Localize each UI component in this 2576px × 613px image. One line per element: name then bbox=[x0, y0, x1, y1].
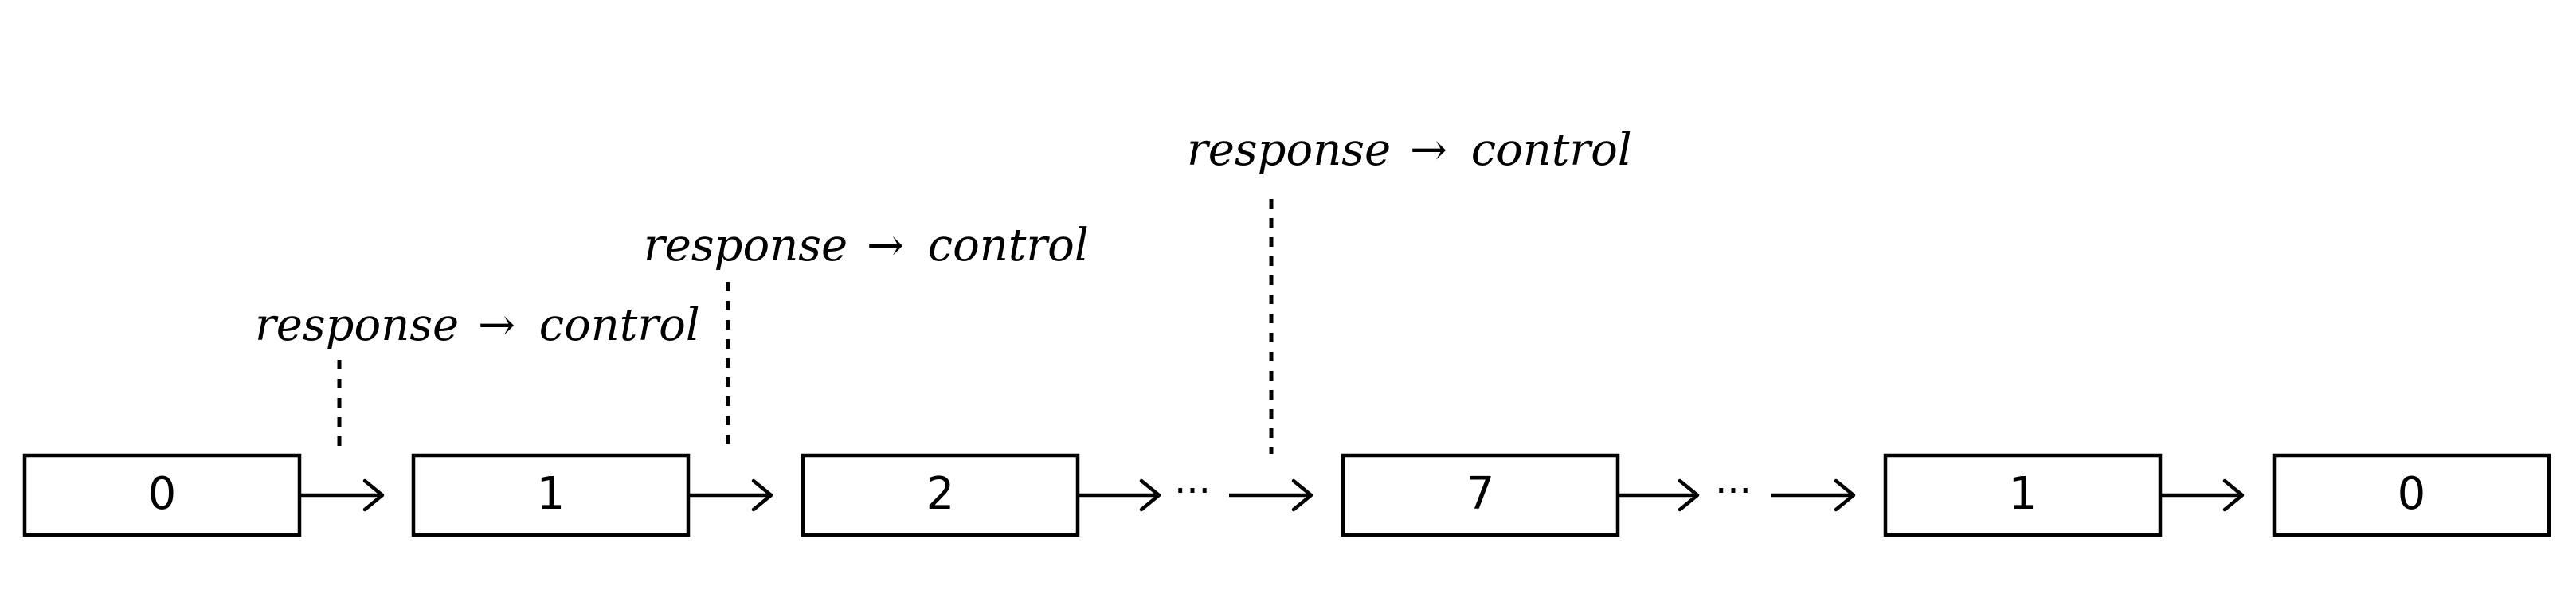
annotation-response: response bbox=[644, 220, 848, 271]
annotation-arrow: → bbox=[867, 220, 904, 271]
box-5: 0 bbox=[2272, 453, 2551, 537]
box-1: 1 bbox=[411, 453, 691, 537]
arrow-7-ellipsis bbox=[1618, 478, 1700, 512]
annotation-control: control bbox=[539, 299, 700, 351]
box-label: 1 bbox=[537, 468, 566, 520]
box-label: 7 bbox=[1466, 468, 1495, 520]
box-label: 1 bbox=[2009, 468, 2038, 520]
annotation-label: response → control bbox=[1187, 124, 1632, 176]
box-4: 1 bbox=[1883, 453, 2163, 537]
annotation-response: response bbox=[1187, 124, 1391, 176]
arrow-0-1 bbox=[299, 478, 385, 512]
arrow-1-0 bbox=[2160, 478, 2245, 512]
box-3: 7 bbox=[1341, 453, 1620, 537]
arrow-2-ellipsis bbox=[1078, 478, 1161, 512]
annotation-control: control bbox=[1471, 124, 1632, 176]
annotation-response: response bbox=[255, 299, 459, 351]
annotation-arrow: → bbox=[478, 299, 515, 351]
annotation-label: response → control bbox=[255, 299, 700, 351]
annotation-label: response → control bbox=[644, 220, 1089, 271]
annotation-arrow: → bbox=[1410, 124, 1447, 176]
ellipsis: ··· bbox=[1174, 469, 1211, 513]
box-label: 0 bbox=[148, 468, 177, 520]
arrow-ellipsis-1 bbox=[1771, 478, 1856, 512]
ellipsis: ··· bbox=[1715, 469, 1752, 513]
arrow-1-2 bbox=[688, 478, 773, 512]
annotation-control: control bbox=[928, 220, 1089, 271]
box-label: 2 bbox=[926, 468, 955, 520]
arrow-ellipsis-7 bbox=[1229, 478, 1313, 512]
box-0: 0 bbox=[22, 453, 302, 537]
box-label: 0 bbox=[2398, 468, 2426, 520]
box-2: 2 bbox=[801, 453, 1080, 537]
